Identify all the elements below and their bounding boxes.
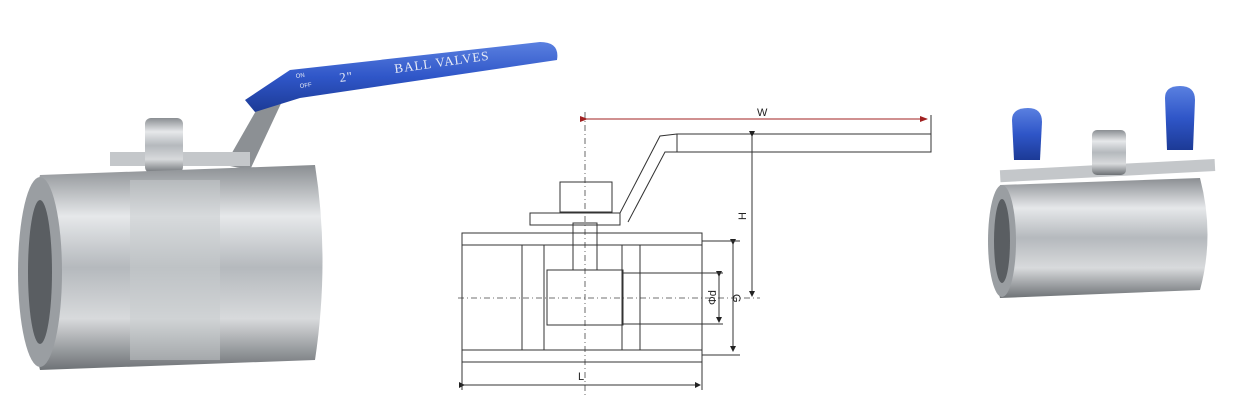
ball-valve-butterfly-handle-photo [988, 86, 1216, 298]
ball-valve-technical-drawing: W H G Φd L [458, 107, 932, 395]
ball-valve-lever-photo: ON OFF 2" BALL VALVES [18, 42, 558, 370]
drawing-stem [572, 222, 598, 271]
stem-nut [145, 118, 183, 173]
stem-nut [1092, 130, 1126, 175]
right-blue-cap [1165, 86, 1195, 150]
drawing-nut [559, 181, 613, 213]
drawing-handle [676, 133, 932, 153]
label-w: W [757, 107, 768, 119]
drawing-body [461, 232, 703, 363]
handle-on-text: ON [295, 73, 305, 80]
handle-off-text: OFF [299, 82, 312, 90]
label-l: L [578, 371, 584, 383]
label-h: H [737, 212, 749, 220]
blue-lever-handle [245, 42, 558, 112]
handle-shank [225, 95, 285, 170]
left-blue-cap [1012, 108, 1042, 160]
label-g: G [730, 294, 742, 303]
handle-size-text: 2" [338, 68, 354, 85]
drawing-plate [529, 212, 621, 226]
label-phi-d: Φd [707, 290, 719, 305]
valve-body [992, 178, 1208, 298]
